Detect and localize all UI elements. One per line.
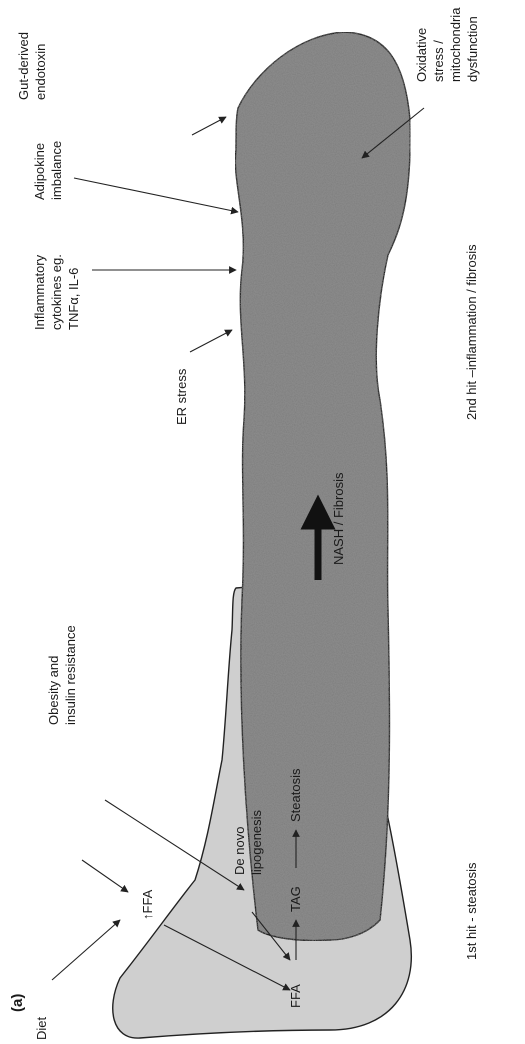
- oxidative-label-line1: Oxidative: [414, 28, 429, 82]
- nash-fibrosis-label: NASH / Fibrosis: [331, 472, 346, 565]
- gut-endotoxin-label-line2: endotoxin: [33, 44, 48, 100]
- obesity-label-line2: insulin resistance: [63, 625, 78, 725]
- oxidative-label-line2: stress /: [431, 40, 446, 82]
- tag-label: TAG: [288, 886, 303, 912]
- de-novo-label-line2: lipogenesis: [249, 809, 264, 875]
- er-stress-label: ER stress: [174, 368, 189, 425]
- cytokines-label-line3: TNFα, IL-6: [66, 268, 81, 330]
- gut-endotoxin-arrow: [192, 117, 226, 135]
- obesity-label-line1: Obesity and: [46, 656, 61, 725]
- tffa-label: ↑FFA: [140, 889, 155, 920]
- obesity-to-tffa-arrow: [82, 860, 128, 892]
- steatosis-label: Steatosis: [288, 768, 303, 822]
- second-hit-caption: 2nd hit –inflammation / fibrosis: [464, 244, 479, 420]
- nash-fibrosis-liver-shape: [235, 32, 410, 941]
- de-novo-label-line1: De novo: [232, 827, 247, 875]
- cytokines-label-line1: Inflammatory: [32, 254, 47, 330]
- er-stress-arrow: [190, 330, 232, 352]
- cytokines-label-line2: cytokines eg.: [49, 254, 64, 330]
- ffa-label: FFA: [288, 984, 303, 1008]
- panel-label: (a): [9, 994, 26, 1012]
- first-hit-caption: 1st hit - steatosis: [464, 862, 479, 960]
- diet-arrow: [52, 920, 120, 980]
- gut-endotoxin-label-line1: Gut-derived: [16, 32, 31, 100]
- adipokine-arrow: [74, 178, 238, 212]
- oxidative-label-line3: mitochondria: [448, 7, 463, 82]
- oxidative-label-line4: dysfunction: [465, 16, 480, 82]
- adipokine-label-line2: imbalance: [49, 141, 64, 200]
- diet-label: Diet: [34, 1016, 49, 1040]
- adipokine-label-line1: Adipokine: [32, 143, 47, 200]
